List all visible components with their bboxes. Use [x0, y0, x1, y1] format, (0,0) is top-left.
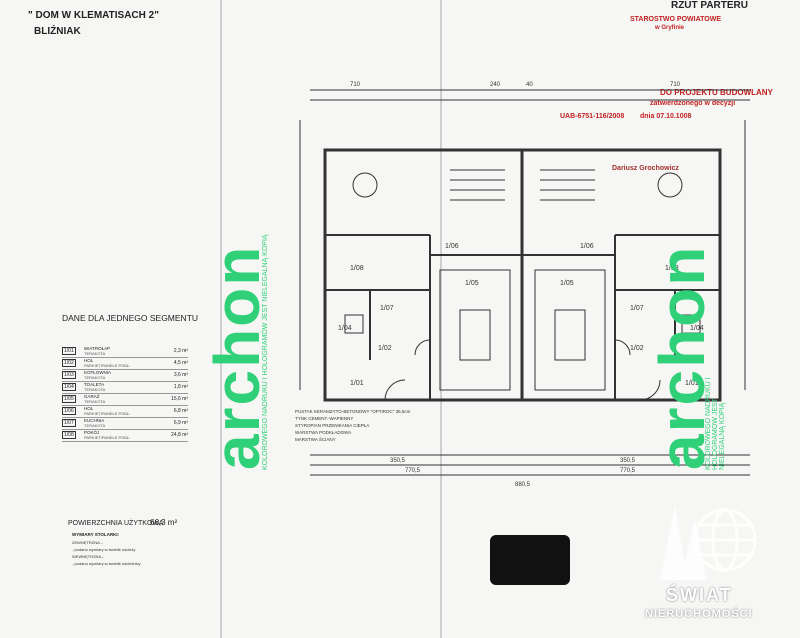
- room-code: 1/04: [62, 383, 76, 391]
- plan-room-label: 1/01: [350, 380, 364, 387]
- stamp-office-city: w Gryfinie: [655, 25, 685, 31]
- room-name: POKÓJ: [84, 430, 100, 435]
- room-code: 1/05: [62, 395, 76, 403]
- room-finish: PARKIET/PANELE PODŁ.: [84, 435, 131, 440]
- globe-buildings-icon: [660, 505, 757, 580]
- dimension-total: 880,5: [515, 482, 531, 488]
- room-code: 1/02: [62, 359, 76, 367]
- document-title: " DOM W KLEMATISACH 2": [28, 10, 159, 21]
- room-area: 4,5 m²: [173, 360, 188, 366]
- document-subtitle: BLIŹNIAK: [34, 26, 81, 37]
- plan-room-label: 1/07: [380, 305, 394, 312]
- room-finish: TERAKOTA: [84, 375, 106, 380]
- room-code: 1/03: [62, 371, 76, 379]
- room-finish: TERAKOTA: [84, 387, 106, 392]
- room-name: KOTŁOWNIA: [84, 370, 112, 375]
- dimension-top-left: 710: [350, 82, 361, 88]
- room-code: 1/07: [62, 419, 76, 427]
- room-name: KUCHNIA: [84, 418, 105, 423]
- plan-room-label: 1/06: [580, 243, 594, 250]
- plan-room-label: 1/02: [630, 345, 644, 352]
- wall-spec-4: WARSTWA PODKŁADOWA: [295, 430, 351, 435]
- floor-plan-drawing: 1/08 1/08 1/07 1/07 1/04 1/04 1/02 1/02 …: [295, 82, 750, 488]
- hologram-badge: [490, 535, 570, 585]
- dimension-top-right: 710: [670, 82, 681, 88]
- dimension-right-segment: 770,5: [620, 468, 636, 474]
- plan-room-label: 1/07: [630, 305, 644, 312]
- room-area: 3,6 m²: [173, 372, 188, 378]
- windows-note-1: ZEWNĘTRZNA –: [72, 540, 103, 545]
- stamp-signature: Dariusz Grochowicz: [612, 165, 679, 172]
- room-finish: PARKIET/PANELE PODŁ.: [84, 411, 131, 416]
- plan-room-label: 1/08: [350, 265, 364, 272]
- plan-room-label: 1/08: [665, 265, 679, 272]
- logo-subtitle: NIERUCHOMOŚCI: [645, 608, 753, 620]
- logo-name: ŚWIAT: [666, 585, 733, 605]
- room-name: HOL: [84, 358, 94, 363]
- room-area: 1,8 m²: [173, 384, 188, 390]
- plan-title: RZUT PARTERU: [670, 0, 748, 11]
- wall-spec-2: TYNK CEMENT.-WAPIENNY: [295, 416, 353, 421]
- stamp-decision: zatwierdzonego w decyzji: [650, 100, 736, 107]
- wall-spec-1: PUSTAK KERAMZYTO-BETONOWY "OPTIROC" 36,5…: [295, 409, 411, 414]
- dimension-top-center: 40: [526, 82, 533, 88]
- room-area: 6,9 m²: [173, 420, 188, 426]
- watermark-copy-note-left: KOLOROWEGO NADRUKU I HOLOGRAMÓW JEST NIE…: [262, 234, 269, 470]
- plan-room-label: 1/04: [690, 325, 704, 332]
- plan-room-label: 1/04: [338, 325, 352, 332]
- room-code: 1/08: [62, 431, 76, 439]
- room-name: GARAŻ: [84, 394, 100, 399]
- plan-room-label: 1/02: [378, 345, 392, 352]
- room-name: TOALETA: [84, 382, 105, 387]
- segment-title: DANE DLA JEDNEGO SEGMENTU: [62, 313, 199, 323]
- room-finish: TERAKOTA: [84, 351, 106, 356]
- windows-note-4: - podano wymiary w świetle ościeżnicy: [72, 561, 141, 566]
- total-area-value: 66,3 m²: [150, 518, 178, 527]
- windows-note-2: - podano wymiary w świetle ościeży: [72, 547, 136, 552]
- wall-spec-3: STYROPIAN PRZENIKANIA CIEPŁA: [295, 423, 369, 428]
- stamp-project: DO PROJEKTU BUDOWLANY: [660, 88, 773, 97]
- plan-room-label: 1/05: [560, 280, 574, 287]
- windows-note-3: WEWNĘTRZNA –: [72, 554, 105, 559]
- room-area: 24,8 m²: [171, 432, 188, 438]
- room-name: WIATROŁAP: [84, 346, 111, 351]
- dimension-left-segment: 770,5: [405, 468, 421, 474]
- room-area: 2,3 m²: [173, 348, 188, 354]
- watermark-copy-note-right: KOLOROWEGO NADRUKU I HOLOGRAMÓW JEST NIE…: [705, 377, 726, 470]
- room-finish: TERAKOTA: [84, 399, 106, 404]
- stamp-number: UAB-6751-116/2008: [560, 113, 625, 120]
- room-area: 6,8 m²: [173, 408, 188, 414]
- plan-room-label: 1/01: [685, 380, 699, 387]
- stamp-office: STAROSTWO POWIATOWE: [630, 16, 721, 23]
- total-area-label: POWIERZCHNIA UŻYTKOWA: [68, 520, 164, 527]
- stamp-date: dnia 07.10.1008: [640, 113, 692, 120]
- dimension-left-inner: 350,5: [390, 458, 406, 464]
- room-code: 1/06: [62, 407, 76, 415]
- sheet-fold-left: [220, 0, 222, 638]
- plan-room-label: 1/06: [445, 243, 459, 250]
- room-name: HOL: [84, 406, 94, 411]
- room-area: 15,6 m²: [171, 396, 188, 402]
- windows-heading: WYMIARY STOLARKI:: [72, 532, 120, 537]
- dimension-top-mid: 240: [490, 82, 501, 88]
- sheet-fold-center: [440, 0, 442, 638]
- room-finish: PARKIET/PANELE PODŁ.: [84, 363, 131, 368]
- dimension-right-inner: 350,5: [620, 458, 636, 464]
- room-finish: TERAKOTA: [84, 423, 106, 428]
- wall-spec-5: MARSTWA ŚCIANY: [295, 435, 336, 442]
- plan-room-label: 1/05: [465, 280, 479, 287]
- room-code: 1/01: [62, 347, 76, 355]
